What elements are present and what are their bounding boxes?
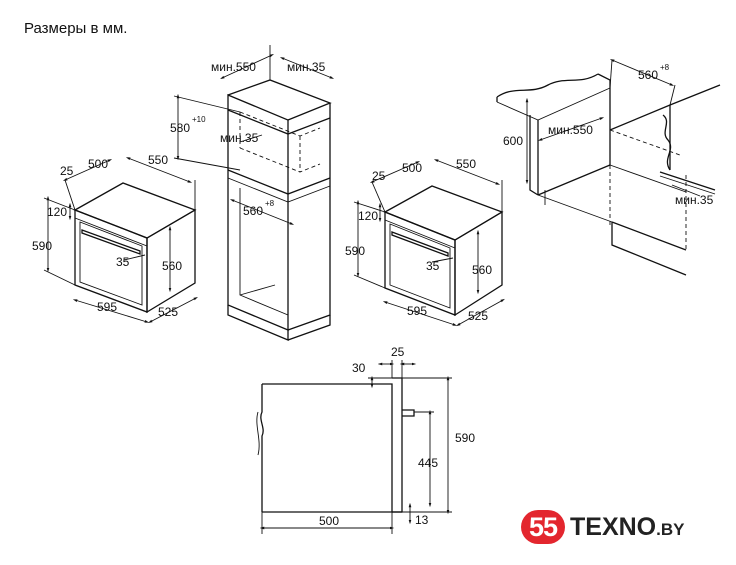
dim-label: 560 [638, 68, 658, 82]
logo-text: TEXNO.BY [570, 513, 684, 542]
dim-label: мин.550 [548, 123, 593, 137]
page-title: Размеры в мм. [24, 20, 128, 37]
dim-label: 590 [345, 244, 365, 258]
logo-number-badge: 55 [521, 510, 565, 544]
dim-label: 120 [47, 205, 67, 219]
dim-label: +8 [265, 199, 275, 208]
dim-label: +8 [660, 63, 670, 72]
dim-label: мин.35 [220, 131, 259, 145]
logo-domain: .BY [656, 519, 685, 539]
dim-label: 500 [402, 161, 422, 175]
tall-cabinet-drawing [173, 45, 335, 341]
tall-cabinet-labels: мин.550 мин.35 580 +10 мин.35 560 +8 [170, 60, 326, 218]
dim-label: 550 [148, 153, 168, 167]
dim-label: 445 [418, 456, 438, 470]
dim-label: 35 [116, 255, 130, 269]
dim-label: 525 [158, 305, 178, 319]
dim-label: 560 [243, 204, 263, 218]
undercounter-labels: 560 +8 600 мин.550 мин.35 [503, 63, 714, 207]
dim-label: 600 [503, 134, 523, 148]
dim-label: мин.35 [675, 193, 714, 207]
oven-left-drawing [43, 157, 198, 324]
oven-left-labels: 500 550 25 120 590 35 560 595 525 [32, 153, 182, 319]
dim-label: 560 [472, 263, 492, 277]
side-view-drawing [256, 360, 452, 534]
oven-right-labels: 500 550 25 120 590 35 560 595 525 [345, 157, 492, 323]
dim-label: 595 [407, 304, 427, 318]
dim-label: 30 [352, 361, 366, 375]
dim-label: +10 [192, 115, 206, 124]
dim-label: 25 [391, 345, 405, 359]
dim-label: 580 [170, 121, 190, 135]
dim-label: 525 [468, 309, 488, 323]
dim-label: 595 [97, 300, 117, 314]
brand-logo: 55 TEXNO.BY [521, 510, 684, 544]
dim-label: 500 [88, 157, 108, 171]
dim-label: 35 [426, 259, 440, 273]
dim-label: 590 [455, 431, 475, 445]
dim-label: 590 [32, 239, 52, 253]
dim-label: 560 [162, 259, 182, 273]
dim-label: 500 [319, 514, 339, 528]
undercounter-drawing [496, 59, 721, 276]
dim-label: 120 [358, 209, 378, 223]
logo-name: TEXNO [570, 512, 657, 541]
dim-label: мин.550 [211, 60, 256, 74]
oven-right-drawing [353, 159, 505, 327]
dim-label: 13 [415, 513, 429, 527]
dim-label: 550 [456, 157, 476, 171]
dim-label: 25 [60, 164, 74, 178]
dim-label: мин.35 [287, 60, 326, 74]
side-view-labels: 25 30 590 445 500 13 [319, 345, 475, 528]
dim-label: 25 [372, 169, 386, 183]
